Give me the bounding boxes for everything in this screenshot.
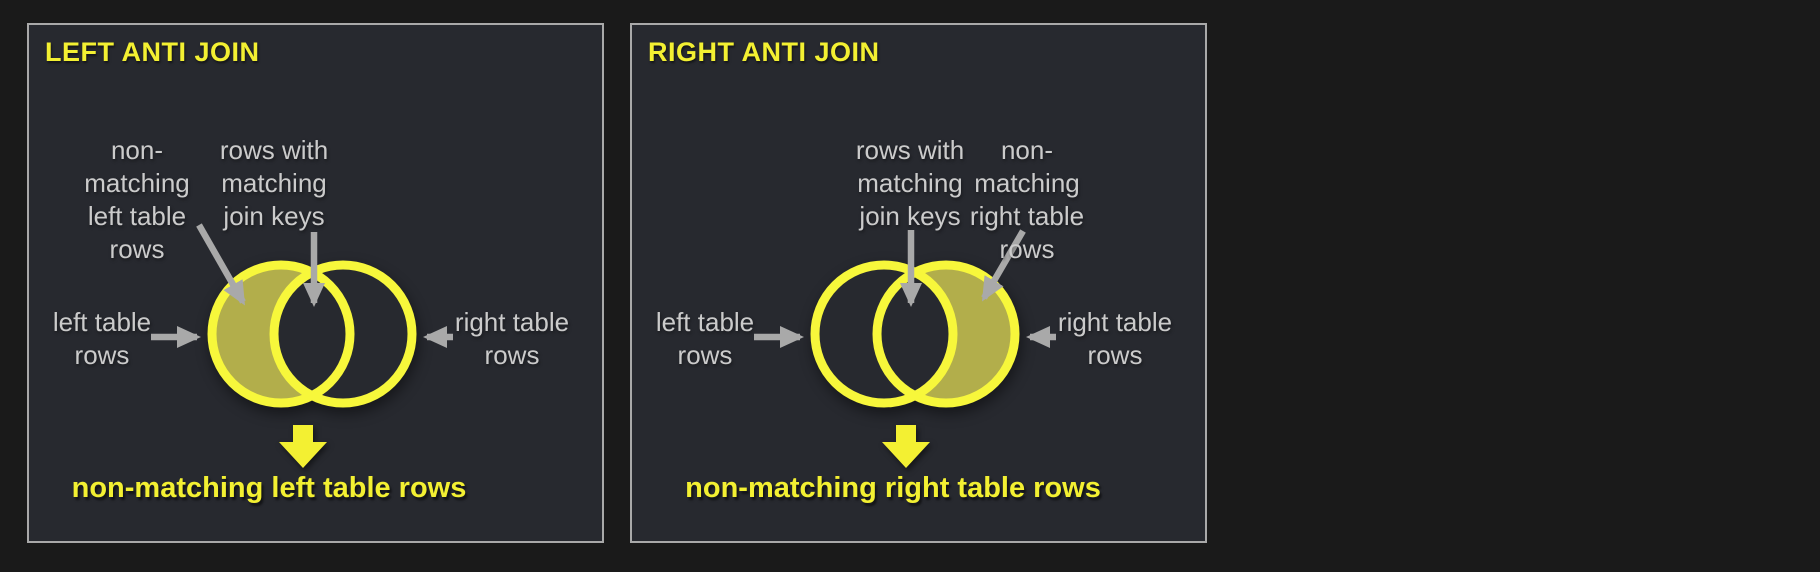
- annotation-line: rows: [109, 234, 165, 264]
- annotation-line: rows: [74, 340, 130, 370]
- annotation-matching-keys: rows with matching join keys: [220, 134, 328, 233]
- annotation-line: right table: [1057, 307, 1173, 337]
- left-anti-join-panel: LEFT ANTI JOIN non- matching left table …: [27, 23, 604, 543]
- right-anti-join-panel: RIGHT ANTI JOIN rows with matching join …: [630, 23, 1207, 543]
- annotation-line: right table: [454, 307, 570, 337]
- annotation-line: matching: [221, 168, 327, 198]
- left-circle-outline: [207, 260, 355, 408]
- right-circle-outline: [872, 260, 1020, 408]
- annotation-left-table: left table rows: [656, 306, 754, 372]
- result-label: non-matching right table rows: [685, 472, 1101, 504]
- annotation-line: non-: [110, 135, 164, 165]
- annotation-non-matching: non- matching right table rows: [970, 134, 1084, 266]
- right-circle-outline: [269, 260, 417, 408]
- venn-diagram: [754, 229, 1056, 468]
- annotation-line: matching: [974, 168, 1080, 198]
- down-arrow-icon: [882, 425, 930, 468]
- annotation-line: non-: [1000, 135, 1054, 165]
- down-arrow-icon: [279, 425, 327, 468]
- arrow-to-right-only-region: [981, 229, 1026, 302]
- result-label: non-matching left table rows: [71, 472, 467, 504]
- annotation-line: rows with: [219, 135, 329, 165]
- annotation-line: left table: [87, 201, 187, 231]
- annotation-right-table: right table rows: [1058, 306, 1172, 372]
- annotation-line: left table: [52, 307, 152, 337]
- annotation-line: right table: [969, 201, 1085, 231]
- annotation-line: join keys: [223, 201, 325, 231]
- annotation-matching-keys: rows with matching join keys: [856, 134, 964, 233]
- venn-diagram: [151, 223, 453, 468]
- annotation-line: rows: [999, 234, 1055, 264]
- annotation-line: rows: [484, 340, 540, 370]
- annotation-left-table: left table rows: [53, 306, 151, 372]
- annotation-line: left table: [655, 307, 755, 337]
- annotation-right-table: right table rows: [455, 306, 569, 372]
- panel-title: LEFT ANTI JOIN: [45, 37, 260, 67]
- arrow-to-left-only-region: [196, 223, 246, 306]
- annotation-line: rows with: [855, 135, 965, 165]
- panel-title: RIGHT ANTI JOIN: [648, 37, 880, 67]
- annotation-line: matching: [857, 168, 963, 198]
- left-circle-outline: [810, 260, 958, 408]
- annotation-line: matching: [84, 168, 190, 198]
- annotation-line: join keys: [859, 201, 961, 231]
- annotation-non-matching: non- matching left table rows: [84, 134, 190, 266]
- annotation-line: rows: [677, 340, 733, 370]
- annotation-line: rows: [1087, 340, 1143, 370]
- venn-circles: [810, 260, 1020, 408]
